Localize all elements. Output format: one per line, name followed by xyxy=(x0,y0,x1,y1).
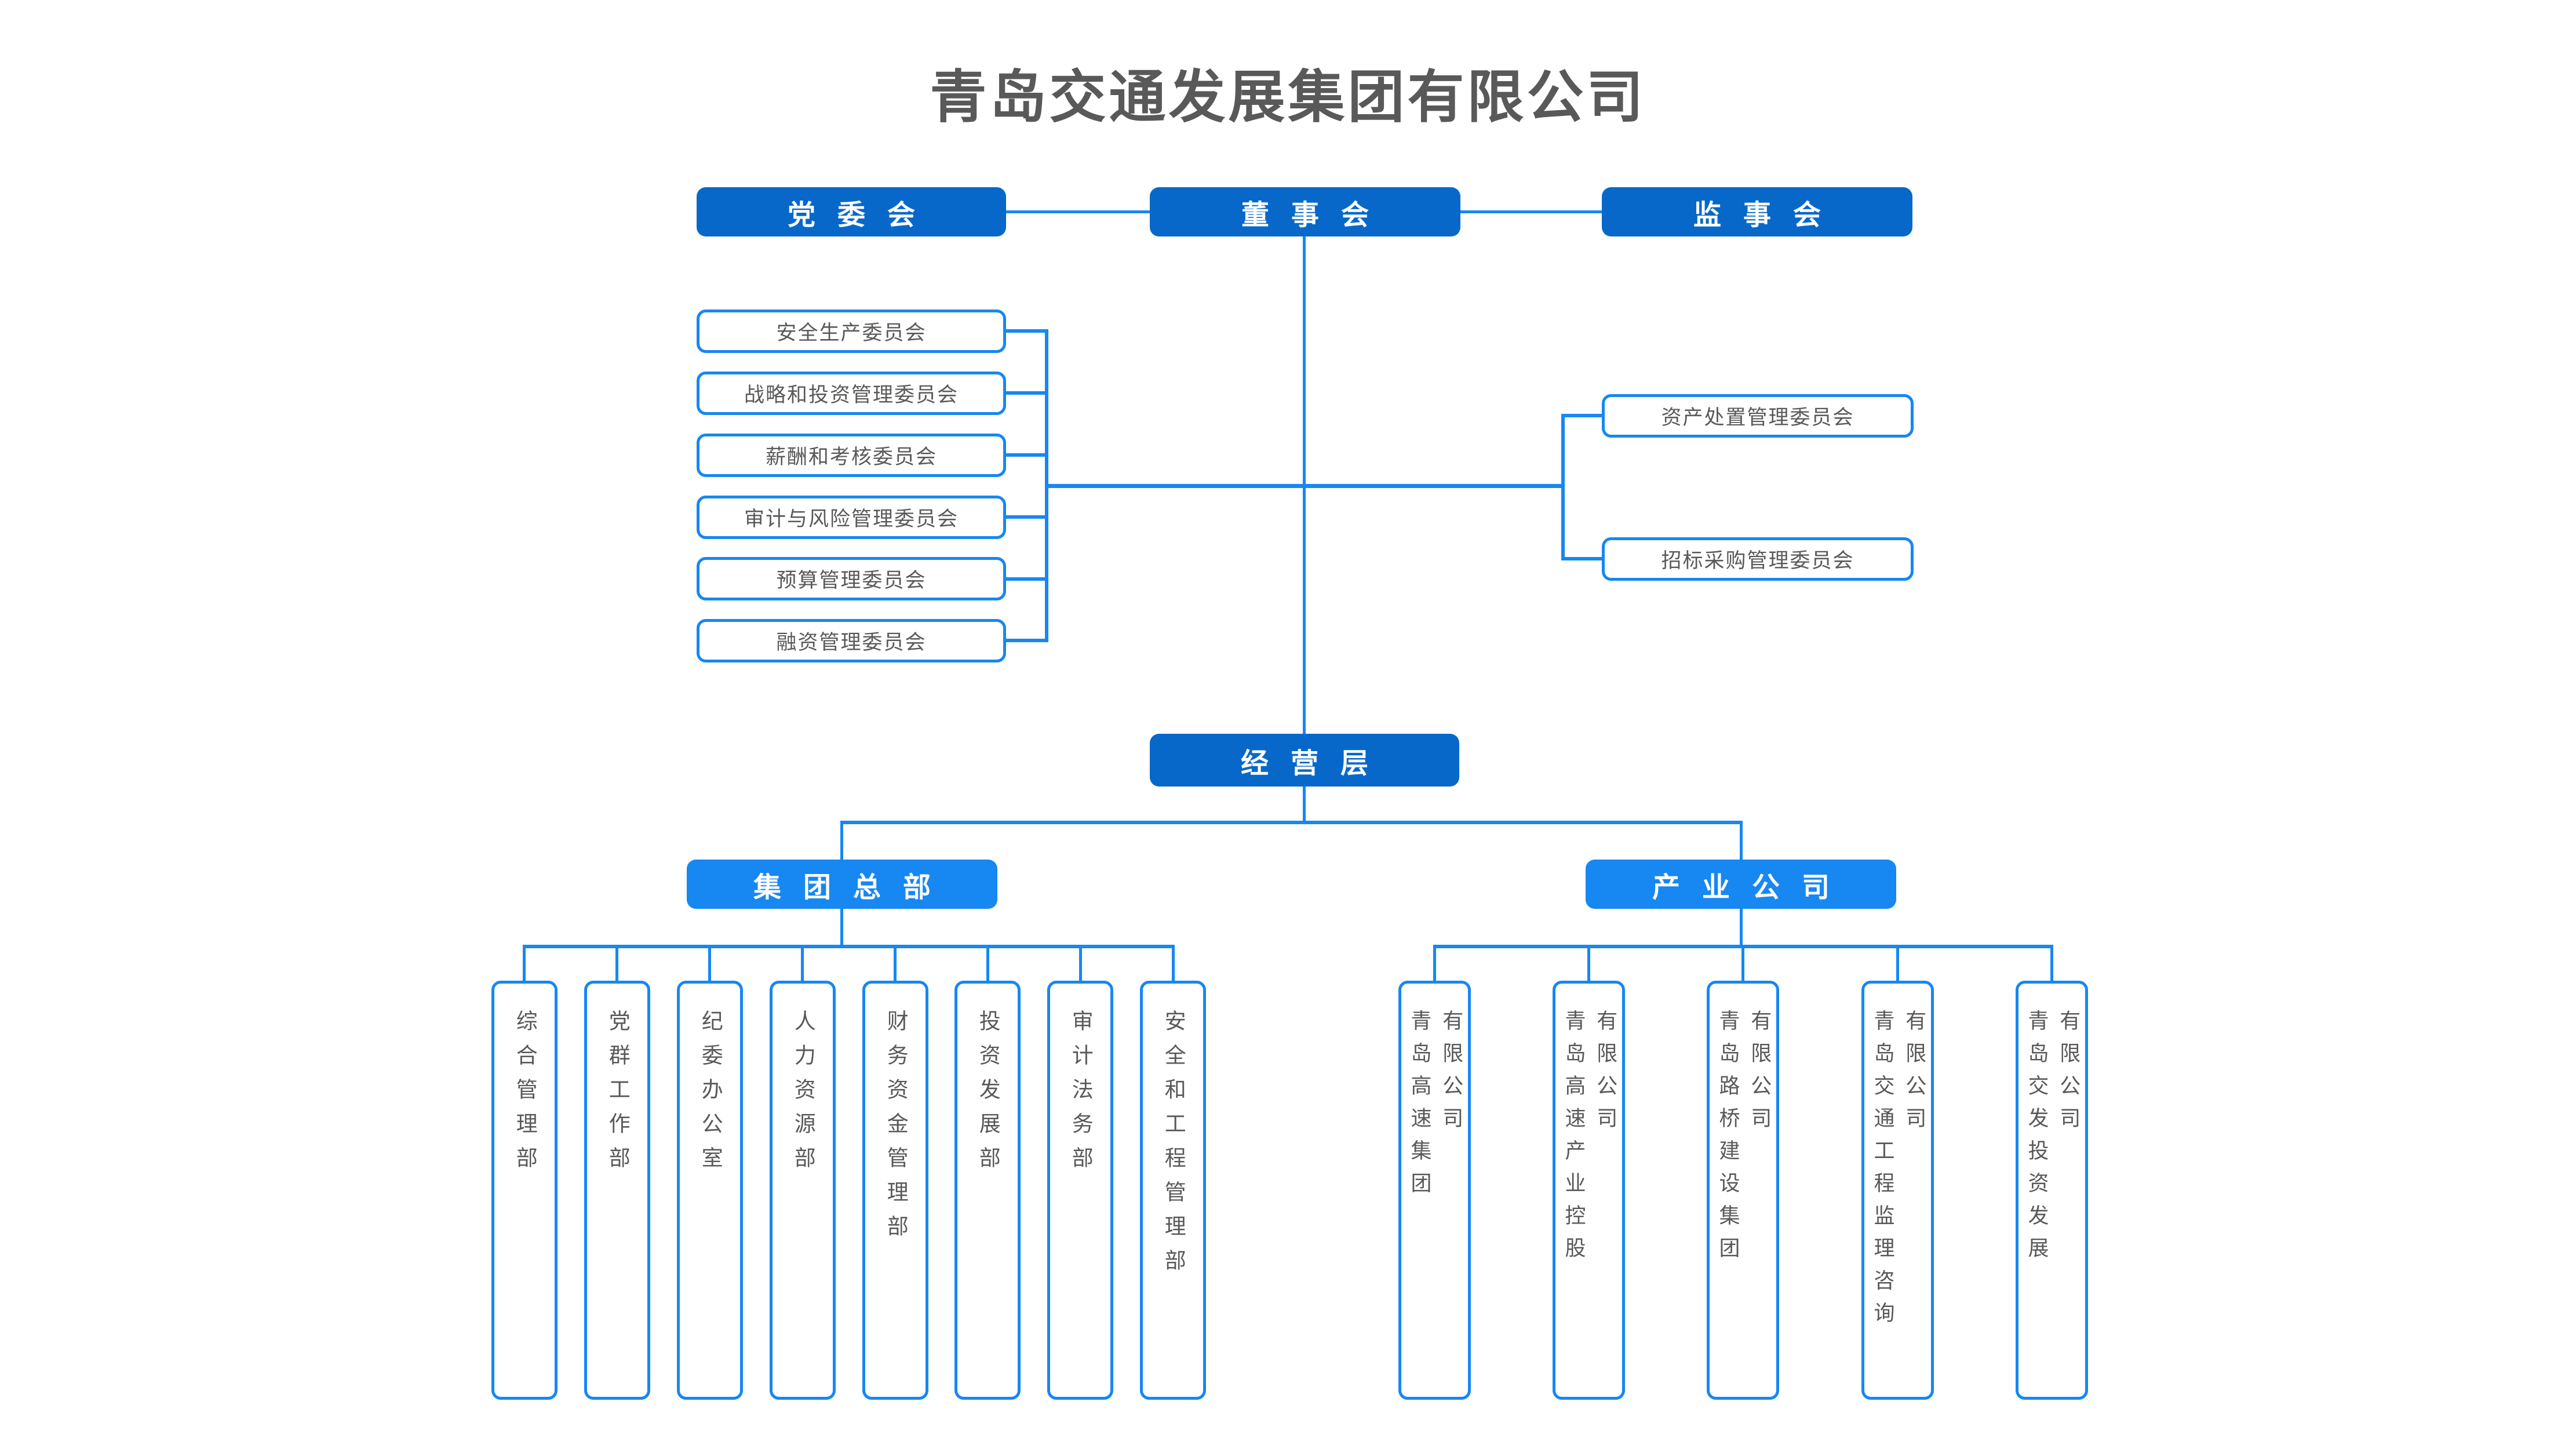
committee-left-1: 安全生产委员会 xyxy=(697,310,1006,353)
company-suffix: 有限公司 xyxy=(1439,1010,1463,1139)
committee-right-2: 招标采购管理委员会 xyxy=(1602,537,1914,581)
node-board: 董事会 xyxy=(1150,187,1460,236)
connector-board-supervisory xyxy=(1460,210,1602,213)
dept-box-7: 审计法务部 xyxy=(1047,981,1113,1400)
connector-committee-left-stub-2 xyxy=(1006,391,1045,395)
dept-label: 投资发展部 xyxy=(975,1010,1001,1181)
connector-dept-stub-6 xyxy=(986,946,989,981)
dept-box-1: 综合管理部 xyxy=(491,981,558,1400)
connector-dept-stub-4 xyxy=(801,946,804,981)
company-suffix: 有限公司 xyxy=(1902,1010,1926,1139)
dept-label: 安全和工程管理部 xyxy=(1161,1010,1186,1283)
connector-split-bar xyxy=(840,821,1743,824)
company-suffix: 有限公司 xyxy=(1747,1010,1772,1139)
node-management: 经营层 xyxy=(1150,734,1459,787)
dept-box-6: 投资发展部 xyxy=(954,981,1021,1400)
connector-company-stub-3 xyxy=(1741,946,1744,981)
connector-committee-left-stub-4 xyxy=(1006,515,1045,519)
dept-label: 综合管理部 xyxy=(512,1010,538,1181)
company-label: 青岛高速集团 有限公司 xyxy=(1403,1010,1466,1204)
dept-label: 财务资金管理部 xyxy=(883,1010,909,1249)
company-suffix: 有限公司 xyxy=(2056,1010,2081,1139)
connector-company-stub-1 xyxy=(1433,946,1436,981)
connector-dept-stub-1 xyxy=(523,946,526,981)
connector-committee-right-stub-1 xyxy=(1561,414,1605,417)
company-box-2: 青岛高速产业控股 有限公司 xyxy=(1553,981,1625,1400)
dept-box-3: 纪委办公室 xyxy=(677,981,743,1400)
connector-management-drop xyxy=(1303,787,1306,822)
connector-committee-left-stub-5 xyxy=(1006,577,1045,581)
dept-box-8: 安全和工程管理部 xyxy=(1140,981,1206,1400)
company-label: 青岛交通工程监理咨询 有限公司 xyxy=(1866,1010,1929,1334)
connector-company-stub-4 xyxy=(1896,946,1899,981)
connector-hq-drop xyxy=(840,909,843,946)
company-box-1: 青岛高速集团 有限公司 xyxy=(1398,981,1471,1400)
connector-industry-drop xyxy=(1740,909,1743,946)
connector-company-stub-2 xyxy=(1587,946,1590,981)
company-name: 青岛高速集团 xyxy=(1407,1010,1431,1204)
node-supervisory: 监事会 xyxy=(1602,187,1912,236)
company-label: 青岛高速产业控股 有限公司 xyxy=(1557,1010,1620,1269)
connector-committee-right-stub-2 xyxy=(1561,557,1605,560)
dept-label: 人力资源部 xyxy=(790,1010,816,1181)
company-suffix: 有限公司 xyxy=(1593,1010,1617,1139)
dept-label: 党群工作部 xyxy=(605,1010,631,1181)
node-hq: 集团总部 xyxy=(687,860,997,909)
connector-party-board xyxy=(1006,210,1150,213)
connector-committee-left-stub-6 xyxy=(1006,639,1045,642)
dept-box-4: 人力资源部 xyxy=(770,981,836,1400)
connector-committee-feed xyxy=(1045,484,1565,488)
company-label: 青岛交发投资发展 有限公司 xyxy=(2020,1010,2083,1269)
connector-dept-stub-5 xyxy=(894,946,897,981)
committee-right-1: 资产处置管理委员会 xyxy=(1602,394,1914,438)
company-box-3: 青岛路桥建设集团 有限公司 xyxy=(1707,981,1779,1400)
connector-company-stub-5 xyxy=(2050,946,2053,981)
committee-left-5: 预算管理委员会 xyxy=(697,557,1006,600)
connector-dept-stub-7 xyxy=(1079,946,1082,981)
company-box-4: 青岛交通工程监理咨询 有限公司 xyxy=(1861,981,1934,1400)
chart-title: 青岛交通发展集团有限公司 xyxy=(930,64,1646,130)
connector-hq-bus xyxy=(523,945,1175,948)
company-name: 青岛交发投资发展 xyxy=(2024,1010,2049,1269)
connector-dept-stub-8 xyxy=(1172,946,1175,981)
committee-left-3: 薪酬和考核委员会 xyxy=(697,434,1006,477)
connector-dept-stub-3 xyxy=(708,946,711,981)
company-name: 青岛交通工程监理咨询 xyxy=(1870,1010,1894,1334)
node-industry: 产业公司 xyxy=(1586,860,1896,909)
node-party-committee: 党委会 xyxy=(697,187,1006,236)
committee-left-2: 战略和投资管理委员会 xyxy=(697,372,1006,415)
company-label: 青岛路桥建设集团 有限公司 xyxy=(1711,1010,1775,1269)
connector-split-left-drop xyxy=(840,821,843,860)
dept-label: 纪委办公室 xyxy=(698,1010,723,1181)
connector-dept-stub-2 xyxy=(615,946,618,981)
dept-label: 审计法务部 xyxy=(1068,1010,1094,1181)
connector-committee-right-trunk xyxy=(1561,414,1565,560)
company-name: 青岛高速产业控股 xyxy=(1561,1010,1586,1269)
committee-left-4: 审计与风险管理委员会 xyxy=(697,496,1006,539)
company-box-5: 青岛交发投资发展 有限公司 xyxy=(2016,981,2088,1400)
connector-committee-left-stub-1 xyxy=(1006,329,1045,333)
connector-split-right-drop xyxy=(1740,821,1743,860)
company-name: 青岛路桥建设集团 xyxy=(1715,1010,1740,1269)
connector-committee-left-stub-3 xyxy=(1006,453,1045,457)
dept-box-5: 财务资金管理部 xyxy=(862,981,928,1400)
committee-left-6: 融资管理委员会 xyxy=(697,619,1006,662)
dept-box-2: 党群工作部 xyxy=(584,981,650,1400)
